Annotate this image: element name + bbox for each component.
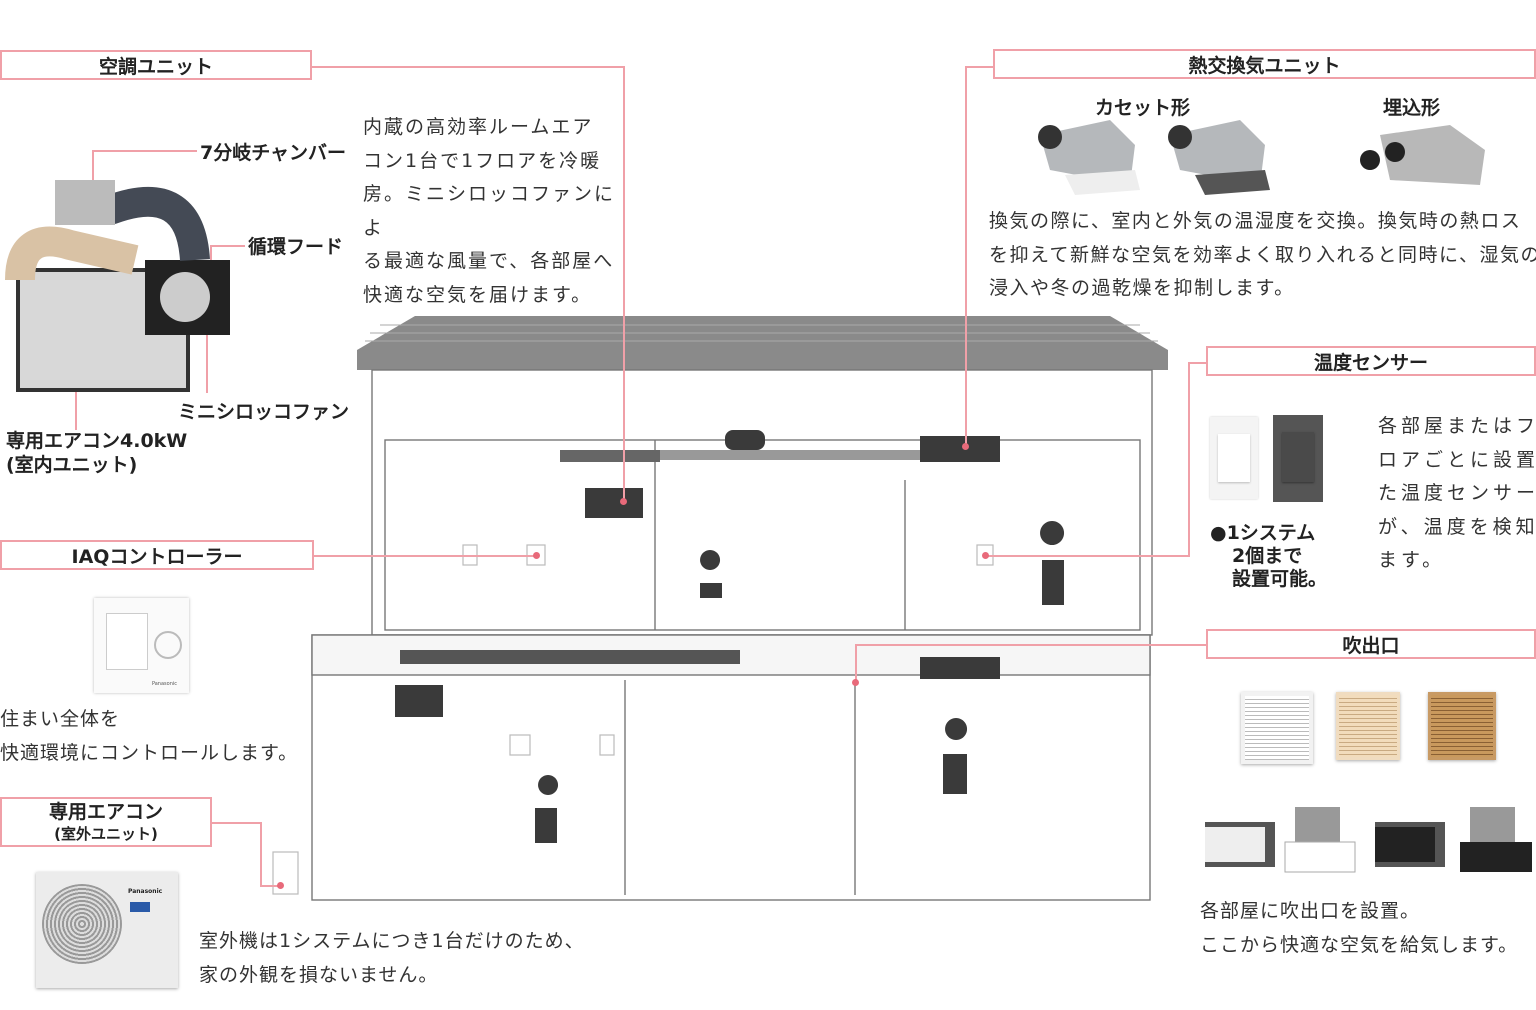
desc-line: 各部屋に吹出口を設置。 [1200,900,1421,922]
sensor-note: ●1システム 2個まで 設置可能。 [1210,522,1327,591]
desc-line: ロアごとに設置し [1378,448,1536,471]
desc-line: 房。ミニシロッコファンによ [363,183,616,239]
aircon-unit-description: 内蔵の高効率ルームエア コン1台で1フロアを冷暖 房。ミニシロッコファンによ る… [363,111,623,312]
fan-grille-icon [42,884,122,964]
label-indoor-unit-sub: (室内ユニット) [6,454,138,476]
outlet-grille-wood [1428,692,1496,760]
outdoor-sub: (室外ユニット) [54,825,158,843]
outlet-description: 各部屋に吹出口を設置。 ここから快適な空気を給気します。 [1200,895,1518,962]
aircon-unit-image [5,180,230,392]
outdoor-brand: Panasonic [128,888,163,895]
label-iaq-controller: IAQコントローラー [0,540,314,570]
erv-embedded-image [1360,125,1485,185]
label-hood: 循環フード [248,236,344,258]
iaq-controller-image: Panasonic [94,598,189,693]
label-indoor-unit: 専用エアコン4.0kW [6,430,188,452]
note-line: ●1システム [1210,522,1316,544]
desc-line: が、温度を検知し [1378,515,1536,538]
sensor-description: 各部屋またはフ ロアごとに設置し た温度センサー が、温度を検知し ます。 [1378,410,1536,578]
outlet-grille-white [1241,692,1313,764]
outdoor-title: 専用エアコン [48,801,163,823]
label-embedded: 埋込形 [1383,97,1441,119]
note-line: 設置可能。 [1232,568,1328,590]
sensor-dark-image [1273,415,1323,502]
iaq-description: 住まい全体を 快適環境にコントロールします。 [0,703,298,770]
label-fan: ミニシロッコファン [178,401,350,423]
outdoor-unit-image: Panasonic [36,872,178,988]
label-erv-unit: 熱交換気ユニット [993,49,1536,79]
desc-line: 内蔵の高効率ルームエア [363,116,594,138]
erv-description: 換気の際に、室内と外気の温湿度を交換。換気時の熱ロス を抑えて新鮮な空気を効率よ… [989,205,1536,306]
roof [357,316,1168,370]
desc-line: を抑えて新鮮な空気を効率よく取り入れると同時に、湿気の [989,243,1536,266]
note-line: 2個まで [1232,545,1303,567]
label-chamber: 7分岐チャンバー [200,142,347,164]
iaq-brand: Panasonic [151,681,177,687]
desc-line: ます。 [1378,549,1446,571]
desc-line: ここから快適な空気を給気します。 [1200,933,1519,956]
erv-cassette-images [1038,120,1270,195]
desc-line: 家の外観を損ないません。 [199,963,439,986]
label-aircon-unit: 空調ユニット [0,50,312,80]
desc-line: る最適な風量で、各部屋へ [363,250,615,272]
dial-icon [154,631,182,659]
desc-line: 換気の際に、室内と外気の温湿度を交換。換気時の熱ロス [989,210,1522,232]
desc-line: 浸入や冬の過乾燥を抑制します。 [989,277,1295,299]
desc-line: 各部屋またはフ [1378,415,1536,437]
outdoor-description: 室外機は1システムにつき1台だけのため、 家の外観を損ないません。 [199,925,585,992]
label-outdoor-unit: 専用エアコン (室外ユニット) [0,797,212,847]
label-outlet: 吹出口 [1206,629,1536,659]
desc-line: た温度センサー [1378,482,1536,504]
desc-line: 快適な空気を届けます。 [363,283,593,306]
label-temperature-sensor: 温度センサー [1206,346,1536,376]
desc-line: コン1台で1フロアを冷暖 [363,149,602,172]
sensor-white-image [1210,417,1258,499]
label-cassette: カセット形 [1095,97,1191,119]
desc-line: 快適環境にコントロールします。 [0,741,299,764]
desc-line: 室外機は1システムにつき1台だけのため、 [199,930,585,952]
outlet-grille-beige [1336,692,1400,760]
outlet-boxes-image [1205,807,1532,873]
desc-line: 住まい全体を [0,708,121,730]
